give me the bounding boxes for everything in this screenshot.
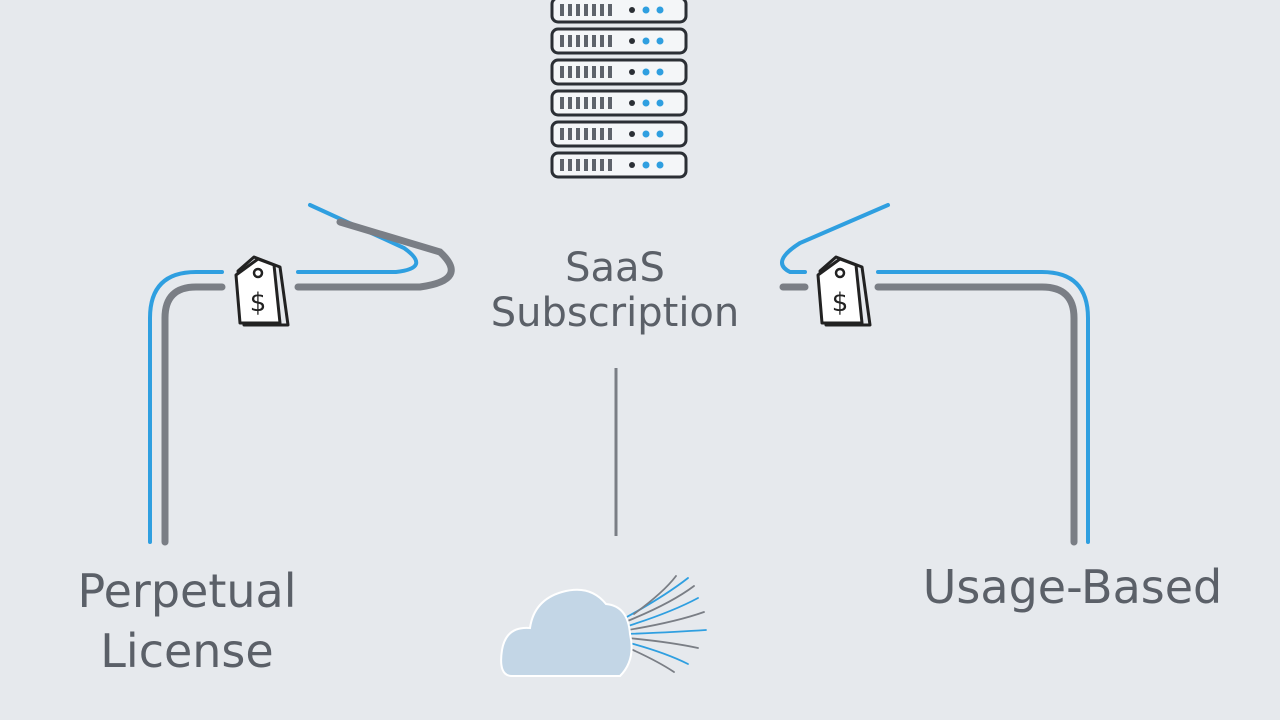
svg-text:$: $ — [832, 288, 849, 318]
server-unit — [550, 58, 688, 86]
perpetual-title-line2: License — [100, 623, 274, 678]
right-connector — [779, 203, 1090, 546]
right-blue-line — [876, 270, 1090, 544]
right-gray-line — [874, 283, 1078, 546]
usage-title: Usage-Based — [922, 560, 1223, 614]
left-blue-line-upper — [296, 203, 418, 274]
right-price-tag-icon: $ — [816, 255, 872, 327]
server-unit — [550, 120, 688, 148]
perpetual-title-line1: Perpetual — [77, 564, 297, 618]
server-unit — [550, 151, 688, 179]
saas-title-line2: Subscription — [490, 289, 740, 336]
saas-subscription-label: SaaS Subscription — [470, 246, 760, 336]
perpetual-license-label: Perpetual License — [62, 562, 312, 682]
right-blue-line-upper — [780, 203, 890, 274]
left-gray-line-upper — [294, 218, 455, 291]
server-unit — [550, 27, 688, 55]
svg-text:$: $ — [250, 288, 267, 318]
server-unit — [550, 89, 688, 117]
usage-based-label: Usage-Based — [910, 560, 1235, 614]
left-blue-line — [148, 270, 224, 544]
server-rack-icon — [550, 0, 688, 179]
cloud-icon — [500, 575, 707, 677]
left-connector — [148, 203, 455, 546]
server-unit — [550, 0, 688, 24]
left-gray-line — [161, 283, 226, 546]
saas-title-line1: SaaS — [565, 245, 665, 291]
left-price-tag-icon: $ — [234, 255, 290, 327]
